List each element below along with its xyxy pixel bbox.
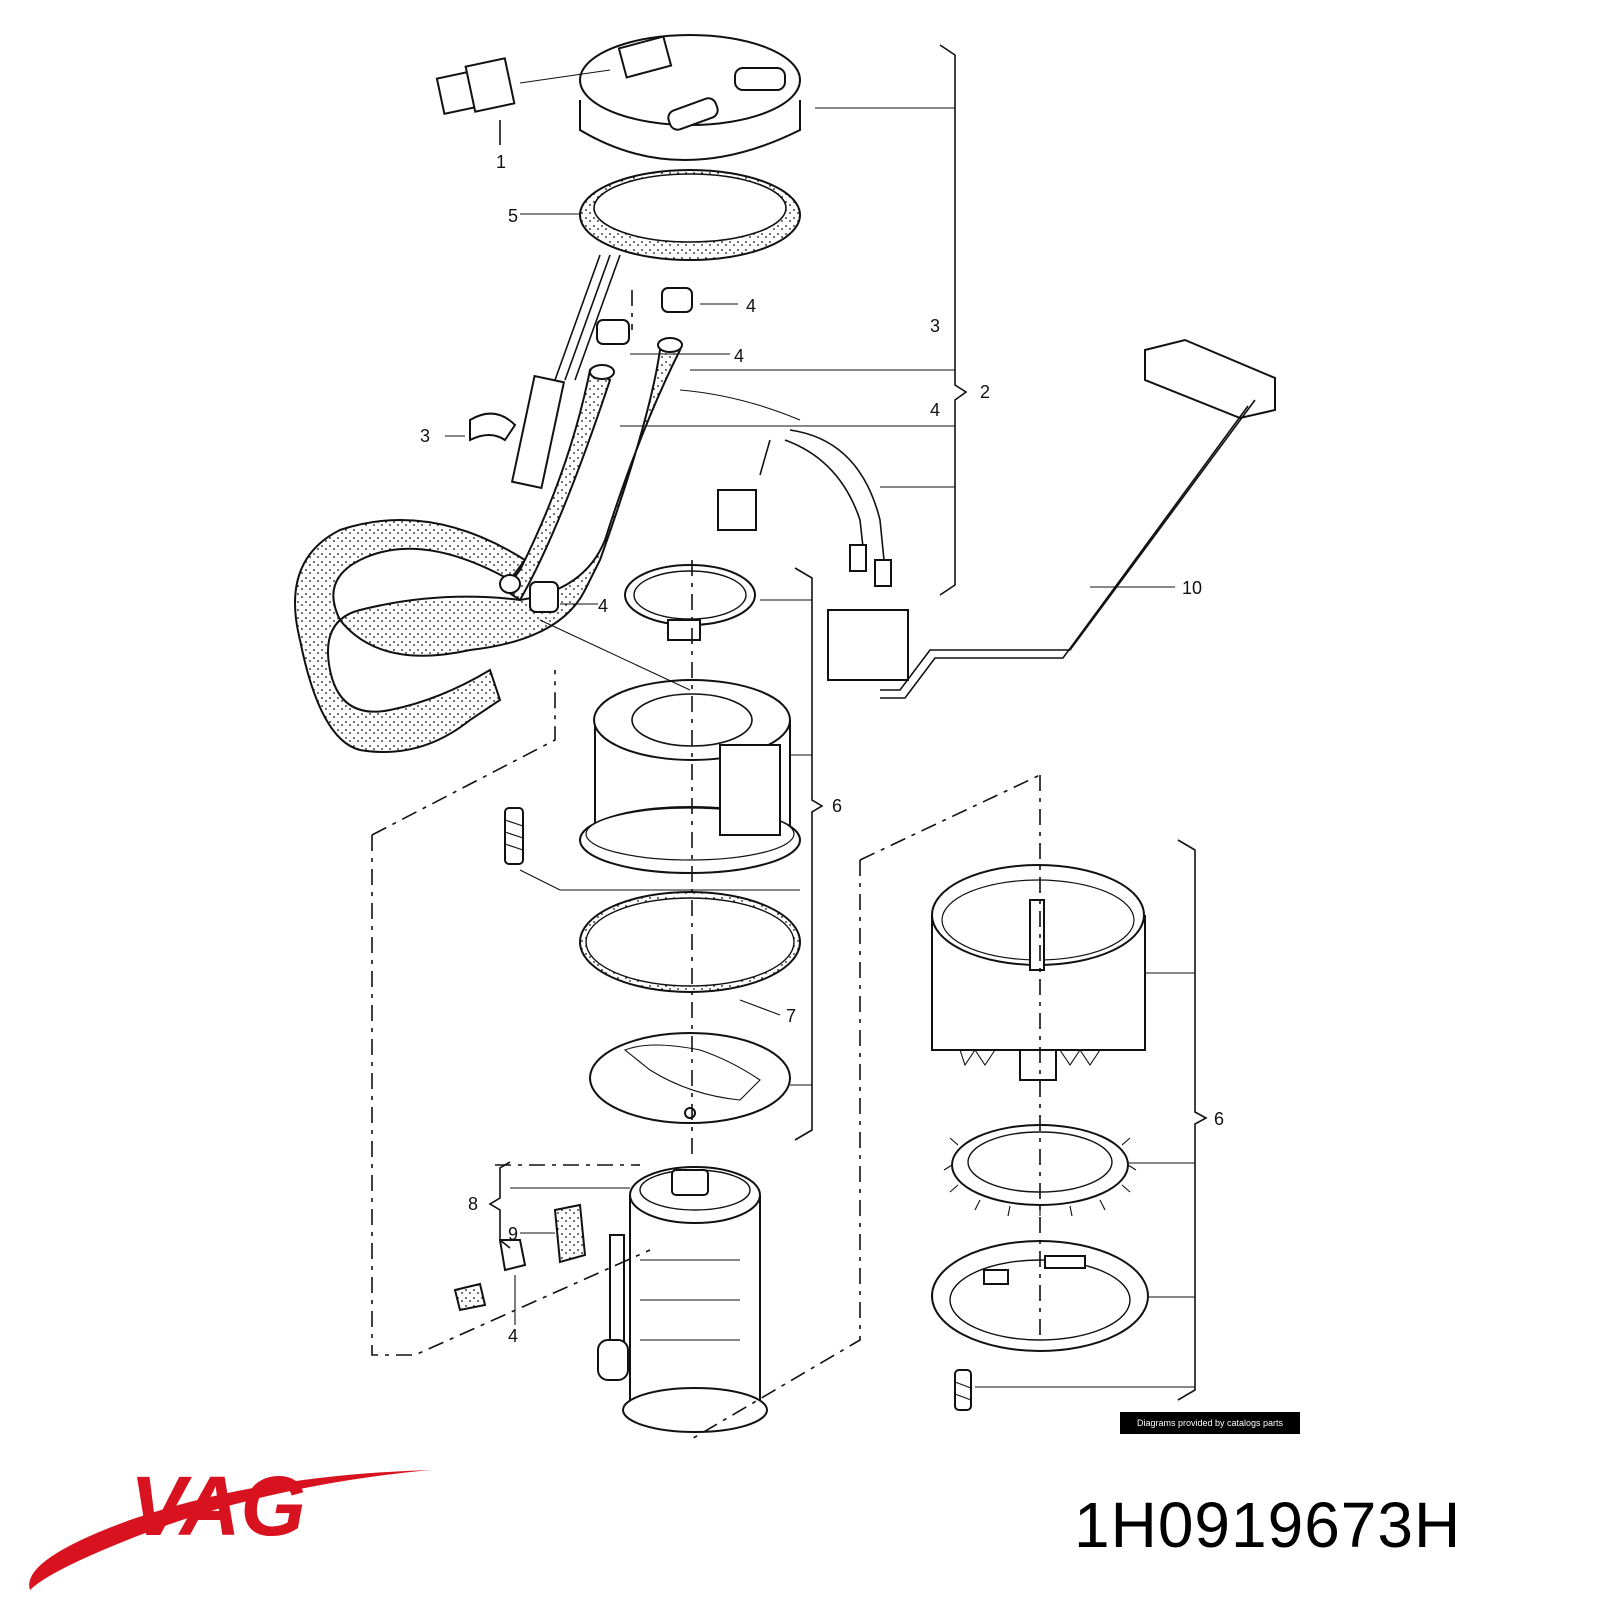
callout-4: 4 — [930, 400, 940, 420]
callout-6: 6 — [832, 796, 842, 816]
callout-3-clip: 3 — [420, 426, 430, 446]
callout-2: 2 — [980, 382, 990, 402]
wire-bundle — [510, 254, 621, 490]
diagram-credit: Diagrams provided by catalogs parts — [1120, 1412, 1300, 1434]
hose-assembly-part-3 — [294, 337, 683, 753]
part-number: 1H0919673H — [1074, 1489, 1462, 1561]
callout-1: 1 — [496, 152, 506, 172]
seal-ring-part-5 — [520, 169, 801, 261]
retaining-ring — [624, 564, 756, 641]
reservoir-upper-part-6 — [579, 679, 801, 874]
callout-6: 6 — [1214, 1109, 1224, 1129]
callout-8: 8 — [468, 1194, 478, 1214]
callout-4: 4 — [734, 346, 744, 366]
reservoir-lower-part-6 — [931, 864, 1146, 1081]
connector-part-1 — [435, 57, 611, 145]
o-ring-part-7 — [579, 891, 801, 993]
callout-4: 4 — [508, 1326, 518, 1346]
callout-4: 4 — [746, 296, 756, 316]
callout-7: 7 — [786, 1006, 796, 1026]
center-lines — [519, 290, 1041, 1340]
callout-3: 3 — [930, 316, 940, 336]
bracket-lines — [445, 44, 1208, 1401]
callout-10: 10 — [1182, 578, 1202, 598]
level-sensor-part-10 — [827, 338, 1276, 699]
base-plate — [589, 1032, 791, 1124]
hose-clips — [469, 287, 693, 1272]
filter-part-9 — [453, 1203, 587, 1312]
callout-labels: 1 2 3 3 4 4 4 4 4 5 6 6 7 8 9 10 — [420, 152, 1224, 1346]
callout-9: 9 — [508, 1224, 518, 1244]
logo-swoosh — [29, 1470, 431, 1590]
assembly-frames — [371, 670, 1041, 1441]
logo-text: VAG — [130, 1459, 306, 1553]
flange-cover — [579, 34, 801, 161]
wiring-harness — [679, 389, 892, 587]
callout-5: 5 — [508, 206, 518, 226]
vag-logo: VAG — [29, 1459, 431, 1590]
screws — [504, 807, 972, 1411]
callout-4: 4 — [598, 596, 608, 616]
fuel-pump-part-8 — [597, 1166, 768, 1433]
